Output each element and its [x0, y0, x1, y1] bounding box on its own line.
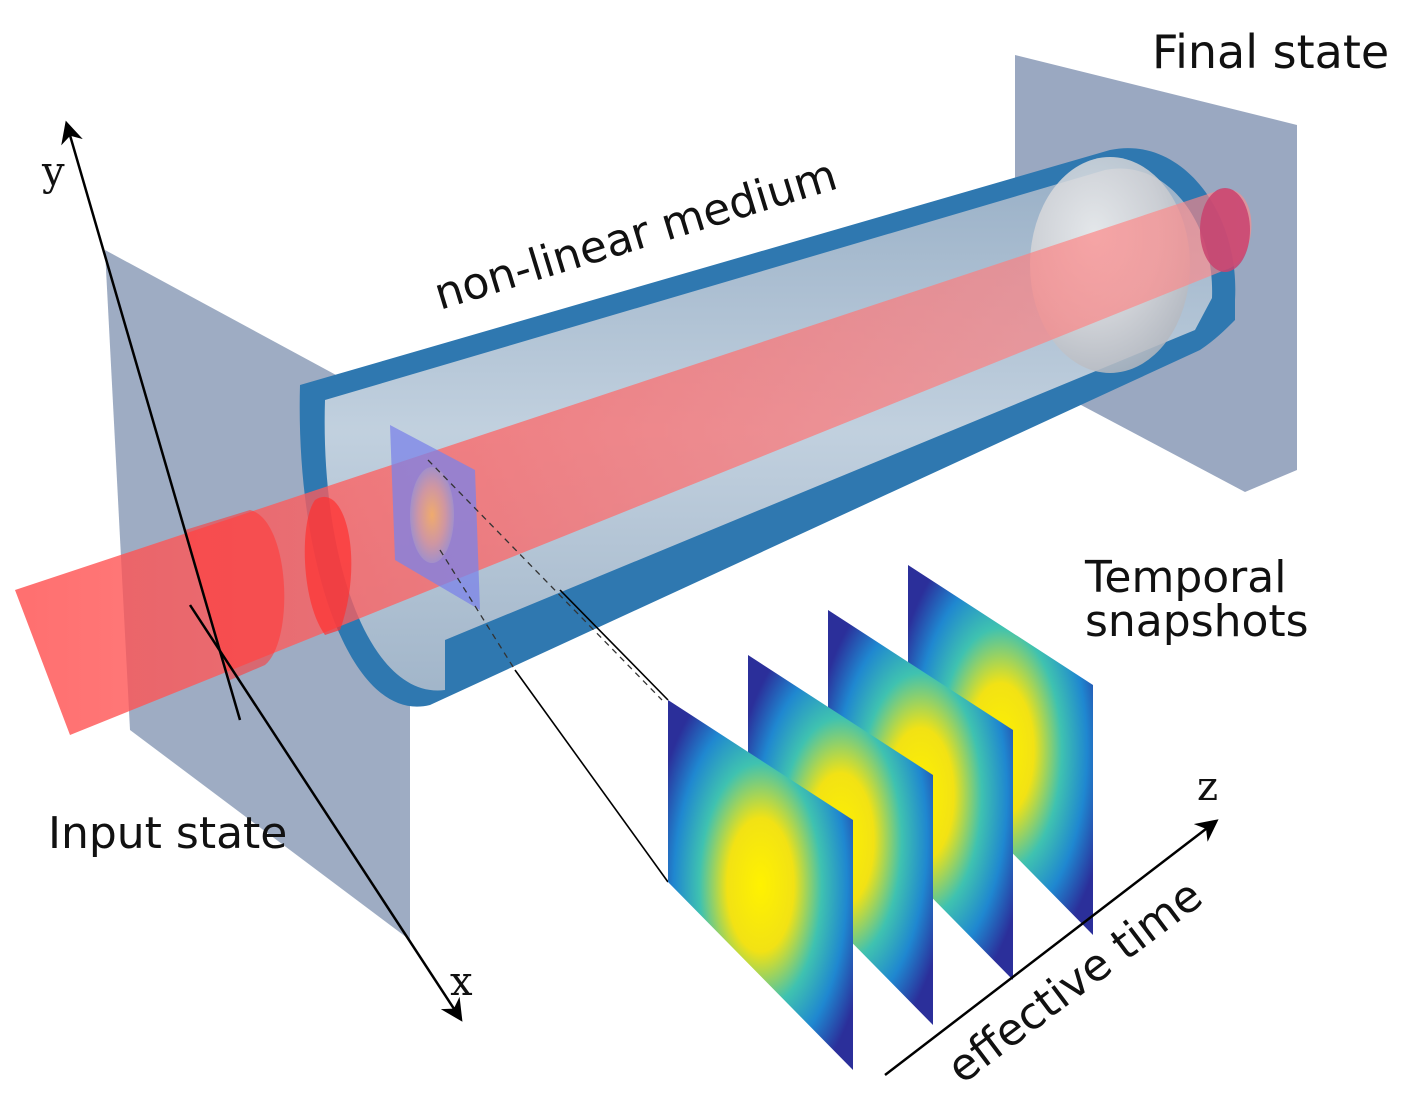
- temporal-snapshots: [668, 565, 1093, 1070]
- final-state-label: Final state: [1152, 25, 1389, 79]
- snapshot-panel: [668, 700, 853, 1070]
- connector-line-1: [559, 589, 669, 701]
- connector-dashed-1: [427, 459, 663, 701]
- y-axis: [61, 120, 242, 721]
- slice-beam-profile: [410, 467, 454, 563]
- beam-entry-glow: [304, 496, 352, 635]
- y-axis-label: y: [41, 149, 65, 195]
- z-axis-label: z: [1197, 764, 1218, 810]
- input-state-label: Input state: [48, 808, 287, 859]
- connector-line-2: [514, 669, 669, 883]
- beam-end-cap: [1200, 188, 1250, 272]
- x-axis-label: x: [450, 959, 473, 1005]
- z-axis: [884, 819, 1219, 1076]
- temporal-snapshots-label-line1: Temporal: [1084, 552, 1286, 603]
- connector-dashed-2: [439, 549, 516, 671]
- temporal-snapshots-label-line2: snapshots: [1085, 596, 1309, 647]
- beam-input-segment: [185, 510, 285, 680]
- x-axis: [188, 604, 463, 1022]
